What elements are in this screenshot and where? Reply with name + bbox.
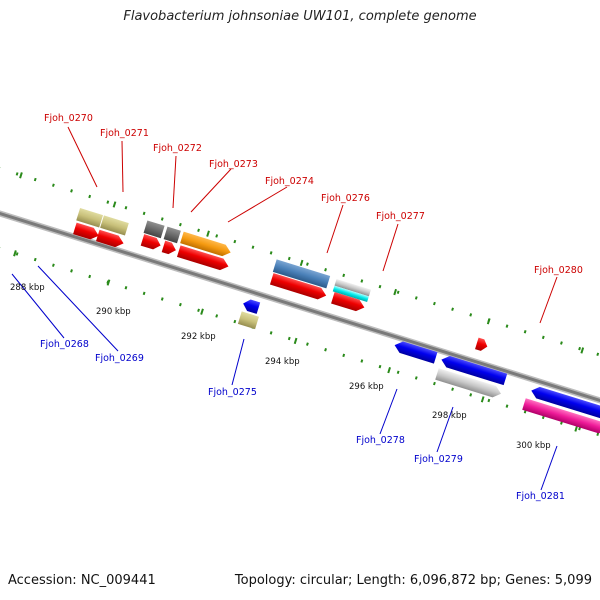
gene-fjoh-0276[interactable] — [272, 259, 331, 289]
gene-label-fjoh-0270[interactable]: Fjoh_0270 — [44, 113, 93, 124]
tick-label: 294 kbp — [265, 357, 300, 367]
leader-fjoh-0271 — [121, 140, 124, 193]
tick-label: 300 kbp — [516, 441, 551, 451]
leader-fjoh-0279 — [436, 406, 454, 453]
gene-fjoh-0278[interactable] — [393, 339, 438, 364]
gene-fjoh-0276-red[interactable] — [269, 273, 328, 301]
leader-fjoh-0281 — [540, 445, 558, 491]
gene-label-fjoh-0277[interactable]: Fjoh_0277 — [376, 211, 425, 222]
leader-fjoh-0272 — [172, 155, 177, 209]
gene-fjoh-0270[interactable] — [76, 207, 104, 228]
tick-label: 298 kbp — [432, 411, 467, 421]
leader-fjoh-0268 — [11, 273, 65, 339]
gene-fjoh-0281-blue[interactable] — [530, 385, 600, 425]
gene-label-fjoh-0272[interactable]: Fjoh_0272 — [153, 143, 202, 154]
gene-label-fjoh-0279[interactable]: Fjoh_0279 — [414, 454, 463, 465]
gene-label-fjoh-0281[interactable]: Fjoh_0281 — [516, 491, 565, 502]
gene-fjoh-0271-red[interactable] — [95, 229, 125, 249]
gene-fjoh-0271[interactable] — [100, 215, 129, 236]
gene-label-fjoh-0278[interactable]: Fjoh_0278 — [356, 435, 405, 446]
leader-fjoh-0278 — [379, 388, 398, 435]
genome-title: Flavobacterium johnsoniae UW101, complet… — [123, 9, 477, 24]
gene-fjoh-0272-red-a[interactable] — [140, 234, 163, 251]
position-ticks: 288 kbp 290 kbp 292 kbp 294 kbp 296 kbp … — [10, 283, 551, 451]
gene-label-fjoh-0276[interactable]: Fjoh_0276 — [321, 193, 370, 204]
gene-label-fjoh-0280[interactable]: Fjoh_0280 — [534, 265, 583, 276]
gene-fjoh-0273[interactable] — [180, 231, 232, 259]
gene-fjoh-0272b[interactable] — [163, 226, 181, 244]
gene-label-fjoh-0269[interactable]: Fjoh_0269 — [95, 353, 144, 364]
gene-label-fjoh-0268[interactable]: Fjoh_0268 — [40, 339, 89, 350]
gene-fjoh-0277-cyan[interactable] — [332, 285, 369, 303]
gene-fjoh-0279[interactable] — [435, 368, 503, 399]
gene-fjoh-0273-red[interactable] — [176, 245, 230, 272]
tick-label: 292 kbp — [181, 332, 216, 342]
leader-fjoh-0276 — [326, 204, 344, 254]
tick-label: 296 kbp — [349, 382, 384, 392]
gene-fjoh-0279-blue[interactable] — [440, 354, 508, 386]
gene-label-fjoh-0275[interactable]: Fjoh_0275 — [208, 387, 257, 398]
outer-dot-track — [0, 167, 600, 359]
leader-fjoh-0280 — [539, 276, 558, 324]
gene-label-fjoh-0274[interactable]: Fjoh_0274 — [265, 176, 314, 187]
leader-fjoh-0275 — [231, 338, 245, 386]
accession-text: Accession: NC_009441 — [8, 573, 156, 588]
gene-label-fjoh-0273[interactable]: Fjoh_0273 — [209, 159, 258, 170]
gene-fjoh-0277[interactable] — [334, 278, 371, 297]
gene-fjoh-0272-red-b[interactable] — [161, 240, 178, 256]
leader-fjoh-0277 — [382, 223, 399, 272]
forward-leader-lines — [67, 126, 558, 324]
gene-fjoh-0272a[interactable] — [143, 220, 165, 239]
gene-fjoh-0280-red[interactable] — [475, 337, 489, 353]
gene-label-fjoh-0271[interactable]: Fjoh_0271 — [100, 128, 149, 139]
topology-text: Topology: circular; Length: 6,096,872 bp… — [234, 573, 592, 588]
gene-fjoh-0275[interactable] — [237, 311, 259, 330]
tick-label: 290 kbp — [96, 307, 131, 317]
gene-fjoh-0275-blue[interactable] — [241, 298, 261, 314]
genome-backbone — [0, 210, 600, 404]
gene-fjoh-0270-red[interactable] — [73, 222, 100, 242]
leader-fjoh-0273 — [190, 168, 232, 213]
gene-fjoh-0281[interactable] — [522, 398, 600, 435]
leader-fjoh-0270 — [67, 126, 98, 188]
leader-fjoh-0269 — [37, 265, 119, 352]
leader-fjoh-0274 — [227, 186, 288, 223]
tick-label: 288 kbp — [10, 283, 45, 293]
gene-fjoh-0277-red[interactable] — [331, 292, 366, 313]
reverse-leader-lines — [11, 265, 558, 491]
